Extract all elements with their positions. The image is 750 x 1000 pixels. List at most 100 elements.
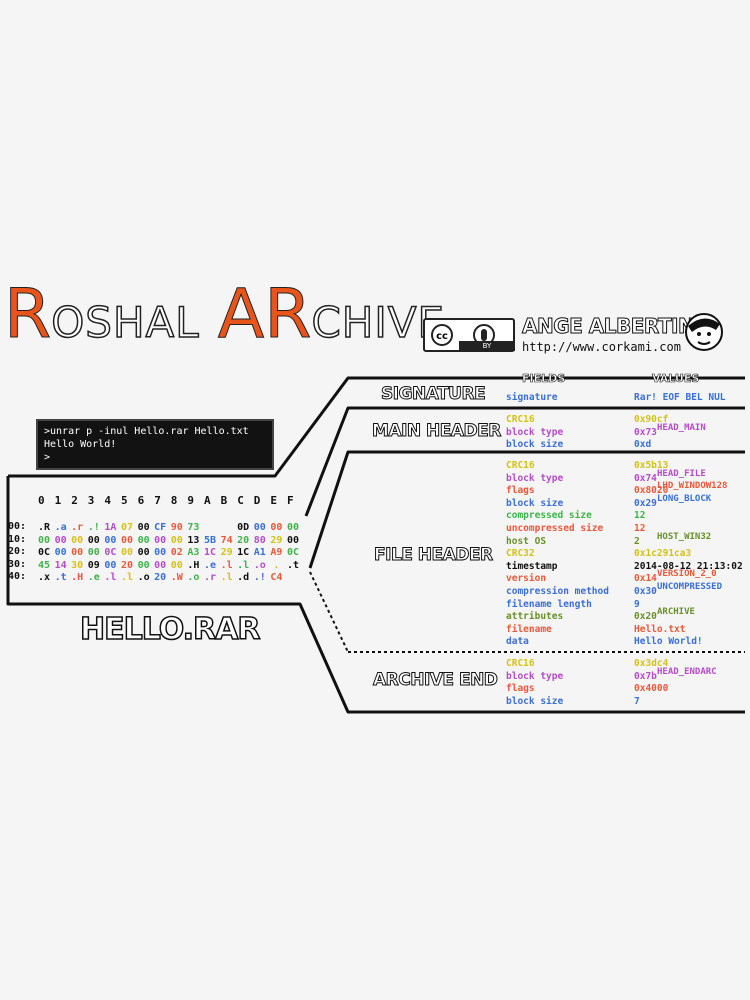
hex-byte: 00 <box>71 547 84 559</box>
hex-byte: 14 <box>54 559 67 571</box>
hex-byte: A3 <box>187 547 200 559</box>
hex-byte: 00 <box>87 534 100 546</box>
hex-byte: 07 <box>120 522 134 533</box>
hex-byte: .H <box>71 572 84 584</box>
field-value: 0x3dc4 <box>634 658 669 669</box>
title-chive: CHIVE <box>311 298 446 347</box>
hex-column-label: 7 <box>154 494 161 507</box>
hex-byte: 00 <box>137 534 150 546</box>
hex-byte: . <box>273 559 280 571</box>
field-name: host OS <box>506 535 547 547</box>
hex-column-label: 6 <box>137 494 145 507</box>
field-flag: HEAD_MAIN <box>657 422 706 433</box>
field-name: data <box>506 636 529 648</box>
hex-byte: 02 <box>170 547 183 559</box>
hex-byte: .! <box>253 572 266 584</box>
section-main-header: MAIN HEADER <box>372 421 502 442</box>
hex-byte: .a <box>54 522 67 533</box>
hex-column-label: 1 <box>54 494 62 507</box>
field-name: filename <box>506 623 552 635</box>
field-flag: LONG_BLOCK <box>657 493 712 504</box>
hex-byte: 20 <box>120 559 134 571</box>
hex-offset: 30: <box>8 558 27 570</box>
hex-byte: .! <box>87 522 100 533</box>
author-name: ANGE ALBERTINI <box>521 314 702 339</box>
hex-column-label: 9 <box>187 494 195 507</box>
field-name: filename length <box>506 598 592 610</box>
by-label: BY <box>459 341 515 351</box>
hex-byte: 00 <box>154 534 167 546</box>
hex-offset: 40: <box>8 571 27 583</box>
terminal-line: >unrar p -inul Hello.rar Hello.txt <box>44 426 249 437</box>
hex-column-label: 2 <box>71 494 78 507</box>
hex-byte: 0C <box>286 547 300 559</box>
field-name: flags <box>506 683 535 695</box>
field-value: Hello World! <box>634 636 703 648</box>
field-value: 0x8020 <box>634 485 669 497</box>
hex-byte: 00 <box>253 522 266 533</box>
hex-column-label: 4 <box>104 494 112 507</box>
hex-byte: A1 <box>253 547 266 559</box>
author-url[interactable]: http://www.corkami.com <box>522 340 681 354</box>
hex-byte: 00 <box>120 547 134 559</box>
section-signature: SIGNATURE <box>380 384 486 405</box>
hex-byte: 00 <box>286 534 300 546</box>
hex-byte: .r <box>203 572 217 584</box>
field-name: attributes <box>506 611 564 623</box>
hex-byte: 00 <box>71 534 84 546</box>
field-name: block type <box>506 426 564 438</box>
field-value: 0x7b <box>634 670 657 682</box>
hex-byte: .x <box>37 572 51 584</box>
field-flag: HOST_WIN32 <box>657 531 712 542</box>
hex-offset: 20: <box>8 546 27 558</box>
field-name: compression method <box>506 586 609 597</box>
hex-byte: 0C <box>37 547 51 559</box>
field-flag: HEAD_ENDARC <box>657 666 717 677</box>
fields-column-header: FIELDS <box>522 372 566 386</box>
field-name: CRC32 <box>506 548 535 560</box>
field-name: CRC16 <box>506 414 535 425</box>
hex-byte: .d <box>237 572 250 584</box>
field-name: block type <box>506 472 564 484</box>
field-value: 0x30 <box>634 586 657 597</box>
field-value: 0x14 <box>634 573 657 585</box>
hex-byte: .o <box>187 572 200 584</box>
field-name: timestamp <box>506 560 558 572</box>
hex-byte: .t <box>54 572 67 584</box>
hex-column-label: C <box>237 494 244 507</box>
hex-column-label: F <box>287 494 294 507</box>
hex-byte: 00 <box>137 547 150 559</box>
field-flag: VERSION_2_0 <box>657 569 717 580</box>
title-oshal: OSHAL <box>50 298 200 347</box>
hex-offset: 00: <box>8 521 27 532</box>
hex-byte: 00 <box>170 559 183 571</box>
hex-byte: .e <box>203 559 217 571</box>
field-value: 0x1c291ca3 <box>634 548 692 560</box>
hex-byte: 45 <box>37 559 51 571</box>
cc-by-license-badge: cc BY <box>423 318 515 352</box>
hex-byte: C4 <box>270 572 283 584</box>
hex-byte: 90 <box>170 522 183 533</box>
hex-byte: 29 <box>270 534 283 546</box>
hex-byte: 20 <box>237 534 250 546</box>
hex-byte: 00 <box>104 534 117 546</box>
field-name: CRC16 <box>506 658 535 669</box>
field-flag: ARCHIVE <box>657 607 695 618</box>
hex-byte: 0D <box>237 522 250 533</box>
field-value: 0xd <box>634 439 652 451</box>
field-name: flags <box>506 485 535 497</box>
title-r: R <box>3 275 52 354</box>
hex-byte: .e <box>87 572 100 584</box>
hex-byte: 00 <box>87 547 100 559</box>
hex-byte: 00 <box>286 522 300 533</box>
field-value: 7 <box>634 695 640 707</box>
hex-byte: 00 <box>270 522 283 533</box>
hex-byte: 00 <box>37 534 51 546</box>
hex-column-label: A <box>204 494 211 507</box>
field-value: 0x4000 <box>634 683 669 695</box>
field-value: 0x5b13 <box>634 460 669 471</box>
hex-byte: .l <box>237 559 250 571</box>
hex-byte: 5B <box>203 534 217 546</box>
